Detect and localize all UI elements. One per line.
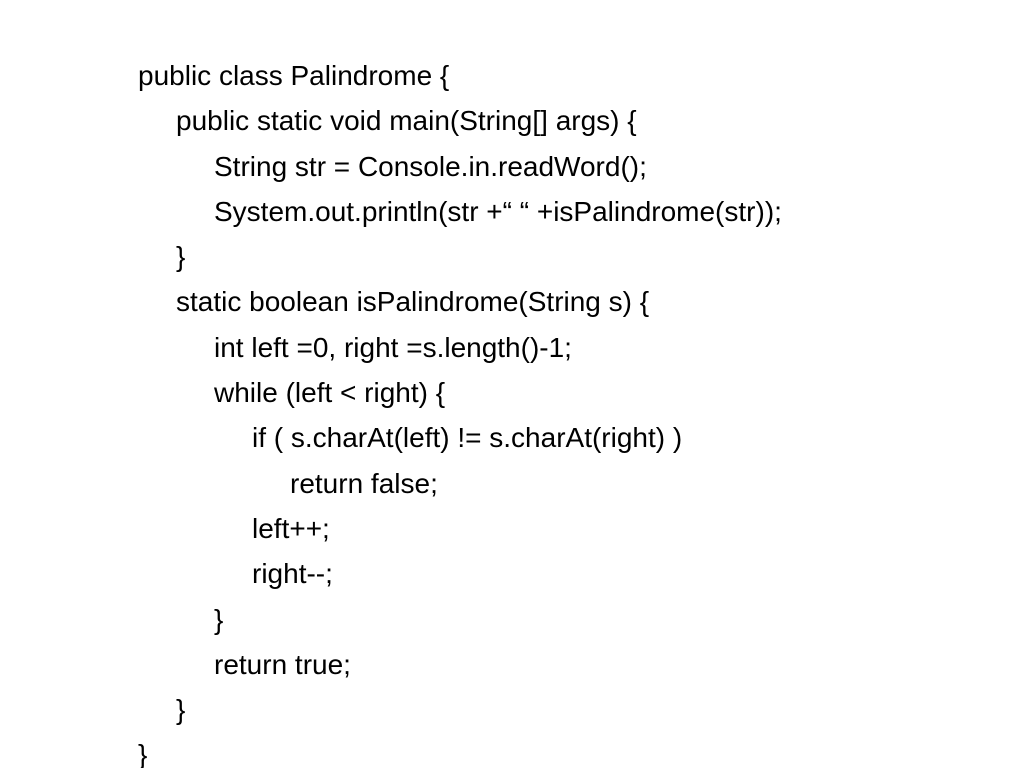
code-listing: public class Palindrome { public static … bbox=[138, 53, 782, 768]
code-line-right-decrement: right--; bbox=[252, 558, 333, 590]
code-line-class-declaration: public class Palindrome { bbox=[138, 60, 450, 91]
code-line-method-close: } bbox=[176, 694, 186, 726]
code-line-main-signature: public static void main(String[] args) { bbox=[176, 105, 637, 137]
code-line-read-word: String str = Console.in.readWord(); bbox=[214, 150, 647, 182]
code-line-init-indices: int left =0, right =s.length()-1; bbox=[214, 331, 572, 363]
code-line-class-close: } bbox=[138, 739, 148, 768]
code-line-println: System.out.println(str +“ “ +isPalindrom… bbox=[214, 195, 782, 227]
code-line-if: if ( s.charAt(left) != s.charAt(right) ) bbox=[252, 422, 683, 454]
code-line-left-increment: left++; bbox=[252, 512, 330, 544]
code-line-main-close: } bbox=[176, 241, 186, 273]
code-line-return-true: return true; bbox=[214, 648, 351, 680]
code-line-return-false: return false; bbox=[290, 467, 438, 499]
code-line-while-close: } bbox=[214, 603, 224, 635]
code-line-while: while (left < right) { bbox=[214, 377, 446, 409]
code-line-ispalindrome-signature: static boolean isPalindrome(String s) { bbox=[176, 286, 650, 318]
